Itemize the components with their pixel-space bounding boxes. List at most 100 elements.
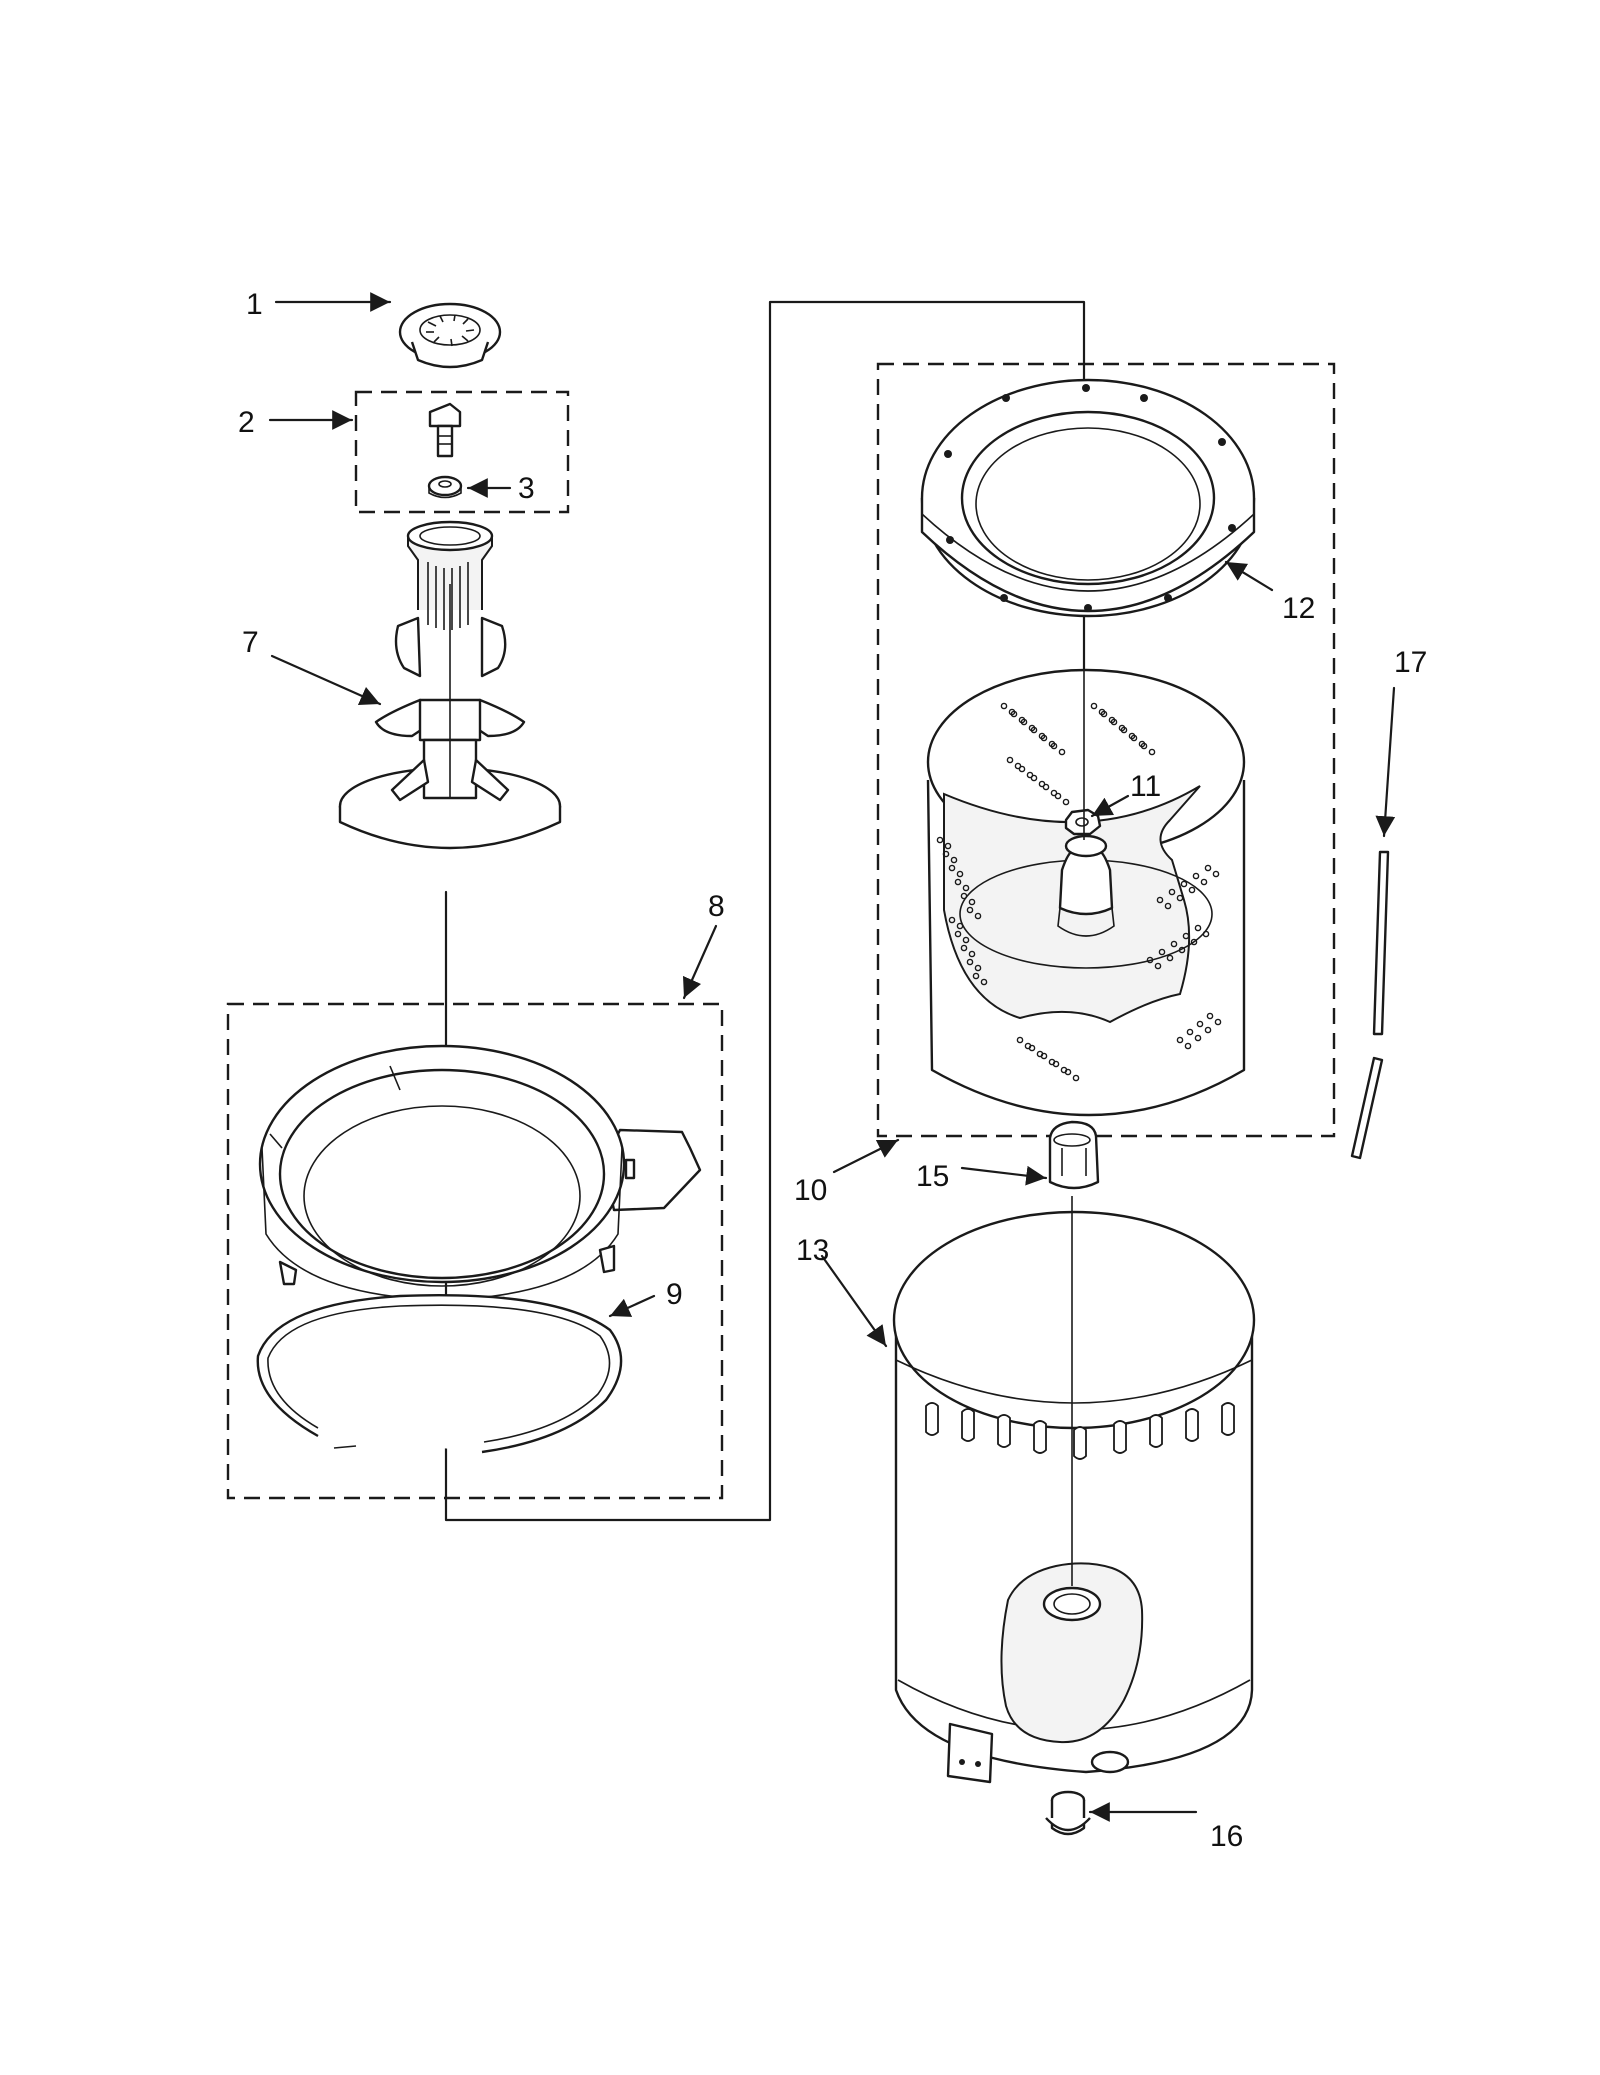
- part-basket: [926, 668, 1246, 1117]
- leader-17: [1375, 686, 1396, 838]
- perforation-hole: [1006, 756, 1014, 764]
- perforation-hole: [1050, 742, 1058, 750]
- callout-10: 10: [794, 1174, 827, 1207]
- perforation-hole: [954, 878, 962, 886]
- tub-rim-slot: [925, 1402, 939, 1436]
- callout-labels: 1 2 3 7 8 9 10 11 12 13 15 16 17: [238, 288, 1427, 1853]
- perforation-hole: [1214, 1018, 1222, 1026]
- perforation-hole: [1052, 1060, 1060, 1068]
- perforation-hole: [966, 958, 974, 966]
- perforation-hole: [1026, 771, 1034, 779]
- perforation-hole: [944, 842, 952, 850]
- perforation-hole: [954, 930, 962, 938]
- perforation-hole: [1120, 726, 1128, 734]
- perforation-hole: [966, 906, 974, 914]
- callout-2: 2: [238, 406, 255, 439]
- perforation-hole: [1186, 1028, 1194, 1036]
- perforation-hole: [960, 944, 968, 952]
- group-8-boundary: [226, 1002, 724, 1500]
- perforation-hole: [1204, 1026, 1212, 1034]
- perforation-hole: [1014, 762, 1022, 770]
- tub-rim-slot: [1073, 1426, 1087, 1460]
- perforation-hole: [1140, 742, 1148, 750]
- perforation-hole: [974, 964, 982, 972]
- perforation-hole: [1180, 880, 1188, 888]
- perforation-hole: [1194, 1034, 1202, 1042]
- perforation-hole: [960, 892, 968, 900]
- perforation-hole: [1184, 1042, 1192, 1050]
- tub-rim-slot: [1033, 1420, 1047, 1454]
- part-13-outer-tub: [892, 1210, 1256, 1784]
- perforation-hole: [1038, 780, 1046, 788]
- perforation-hole: [1200, 878, 1208, 886]
- callout-7: 7: [242, 626, 259, 659]
- perforation-hole: [972, 972, 980, 980]
- callout-16: 16: [1210, 1820, 1243, 1853]
- perforation-hole: [1170, 940, 1178, 948]
- perforation-hole: [950, 856, 958, 864]
- perforation-hole: [1182, 932, 1190, 940]
- perforation-hole: [1176, 1036, 1184, 1044]
- perforation-hole: [1148, 748, 1156, 756]
- perforation-hole: [1168, 888, 1176, 896]
- tub-rim-slot: [1185, 1408, 1199, 1442]
- part-9-split-ring: [256, 1294, 623, 1454]
- perforation-hole: [1030, 726, 1038, 734]
- perforation-hole: [1090, 702, 1098, 710]
- perforation-hole: [1028, 1044, 1036, 1052]
- part-15-drive-block: [1048, 1120, 1100, 1190]
- perforation-hole: [1058, 748, 1066, 756]
- callout-13: 13: [796, 1234, 829, 1267]
- perforation-hole: [1196, 1020, 1204, 1028]
- callout-3: 3: [518, 472, 535, 505]
- part-8-tub-ring: [258, 1044, 702, 1322]
- perforation-hole: [1166, 954, 1174, 962]
- perforation-hole: [1192, 872, 1200, 880]
- leader-9: [608, 1294, 656, 1318]
- basket-perforations: [936, 702, 1222, 1082]
- perforation-hole: [1030, 774, 1038, 782]
- perforation-hole: [1064, 1068, 1072, 1076]
- part-7-agitator: [338, 520, 562, 850]
- perforation-hole: [1164, 902, 1172, 910]
- perforation-hole: [1040, 734, 1048, 742]
- perforation-hole: [1020, 718, 1028, 726]
- perforation-hole: [1154, 962, 1162, 970]
- perforation-hole: [1206, 1012, 1214, 1020]
- perforation-hole: [1156, 896, 1164, 904]
- tub-rim-slot: [1221, 1402, 1235, 1436]
- perforation-hole: [948, 916, 956, 924]
- perforation-hole: [962, 936, 970, 944]
- perforation-hole: [1146, 956, 1154, 964]
- callout-9: 9: [666, 1278, 683, 1311]
- tub-rim-slot: [1113, 1420, 1127, 1454]
- callout-1: 1: [246, 288, 263, 321]
- leader-15: [960, 1165, 1048, 1186]
- part-17-hose: [1350, 850, 1390, 1160]
- part-3-washer: [427, 475, 463, 499]
- group-2-boundary: [354, 390, 570, 514]
- part-12-balance-ring: [920, 378, 1256, 618]
- perforation-hole: [962, 884, 970, 892]
- leader-arrows: [268, 292, 1396, 1822]
- perforation-hole: [1204, 864, 1212, 872]
- leader-8: [682, 924, 718, 1000]
- perforation-hole: [1130, 734, 1138, 742]
- perforation-hole: [1190, 938, 1198, 946]
- perforation-hole: [948, 864, 956, 872]
- leader-11: [1090, 794, 1130, 818]
- perforation-hole: [1194, 924, 1202, 932]
- perforation-hole: [1050, 789, 1058, 797]
- group-10-boundary: [876, 362, 1336, 1138]
- leader-7: [270, 654, 382, 706]
- perforation-hole: [1018, 765, 1026, 773]
- perforation-hole: [1054, 792, 1062, 800]
- perforation-hole: [974, 912, 982, 920]
- perforation-hole: [1016, 1036, 1024, 1044]
- part-16-drain-fitting: [1045, 1790, 1091, 1836]
- perforation-hole: [1010, 710, 1018, 718]
- callout-11: 11: [1130, 770, 1161, 803]
- perforation-hole: [956, 870, 964, 878]
- leader-12: [1224, 560, 1274, 592]
